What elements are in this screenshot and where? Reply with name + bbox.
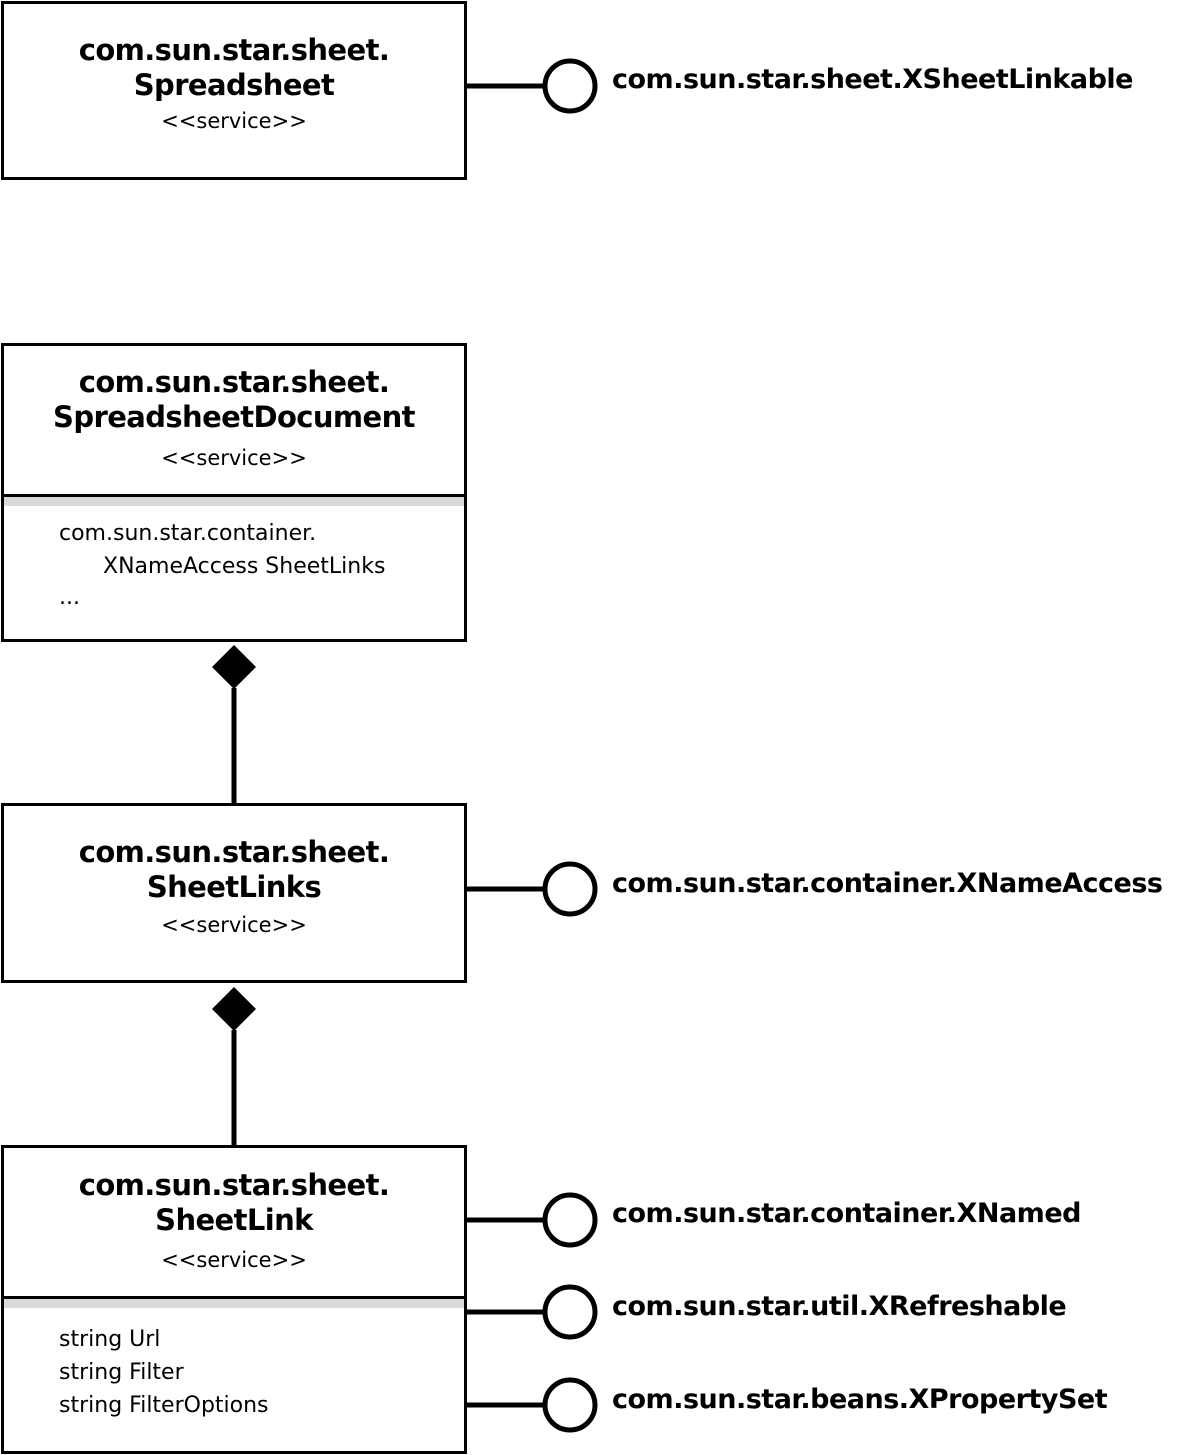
- service-name-line1: com.sun.star.sheet.: [78, 835, 390, 869]
- service-box-sheet-link: com.sun.star.sheet. SheetLink <<service>…: [1, 1145, 467, 1454]
- service-box-sheet-links: com.sun.star.sheet. SheetLinks <<service…: [1, 803, 467, 983]
- service-stereotype: <<service>>: [161, 1248, 307, 1272]
- interface-lollipop: [467, 1377, 598, 1433]
- service-name-line2: SheetLinks: [146, 870, 322, 904]
- attribute-line: string FilterOptions: [59, 1393, 269, 1418]
- interface-label-xpropertyset: com.sun.star.beans.XPropertySet: [612, 1384, 1108, 1415]
- service-name-line2: SpreadsheetDocument: [53, 400, 415, 434]
- interface-lollipop: [467, 1192, 598, 1248]
- service-name-line1: com.sun.star.sheet.: [78, 33, 390, 67]
- interface-label-xsheetlinkable: com.sun.star.sheet.XSheetLinkable: [612, 64, 1133, 95]
- interface-lollipop: [467, 861, 598, 917]
- service-stereotype: <<service>>: [161, 109, 307, 133]
- attribute-line: XNameAccess SheetLinks: [103, 554, 386, 579]
- interface-label-xnamed: com.sun.star.container.XNamed: [612, 1198, 1081, 1229]
- service-box-spreadsheet: com.sun.star.sheet. Spreadsheet <<servic…: [1, 1, 467, 180]
- service-name-line2: Spreadsheet: [133, 68, 335, 102]
- service-stereotype: <<service>>: [161, 446, 307, 470]
- service-name-line2: SheetLink: [155, 1203, 313, 1237]
- service-box-spreadsheet-document: com.sun.star.sheet. SpreadsheetDocument …: [1, 343, 467, 642]
- interface-label-xrefreshable: com.sun.star.util.XRefreshable: [612, 1291, 1067, 1322]
- composition-diamond: [212, 645, 256, 689]
- service-name-line1: com.sun.star.sheet.: [78, 1168, 390, 1202]
- service-name-line1: com.sun.star.sheet.: [78, 365, 390, 399]
- service-attributes: com.sun.star.container. XNameAccess Shee…: [4, 494, 464, 639]
- composition-diamond: [212, 987, 256, 1031]
- attribute-line: ...: [59, 585, 80, 610]
- attribute-line: string Filter: [59, 1360, 184, 1385]
- interface-label-xnameaccess: com.sun.star.container.XNameAccess: [612, 868, 1163, 899]
- interface-lollipop: [467, 58, 598, 114]
- attribute-line: com.sun.star.container.: [59, 521, 317, 546]
- attribute-line: string Url: [59, 1327, 161, 1352]
- service-attributes: string Url string Filter string FilterOp…: [4, 1296, 464, 1451]
- interface-lollipop: [467, 1284, 598, 1340]
- service-stereotype: <<service>>: [161, 913, 307, 937]
